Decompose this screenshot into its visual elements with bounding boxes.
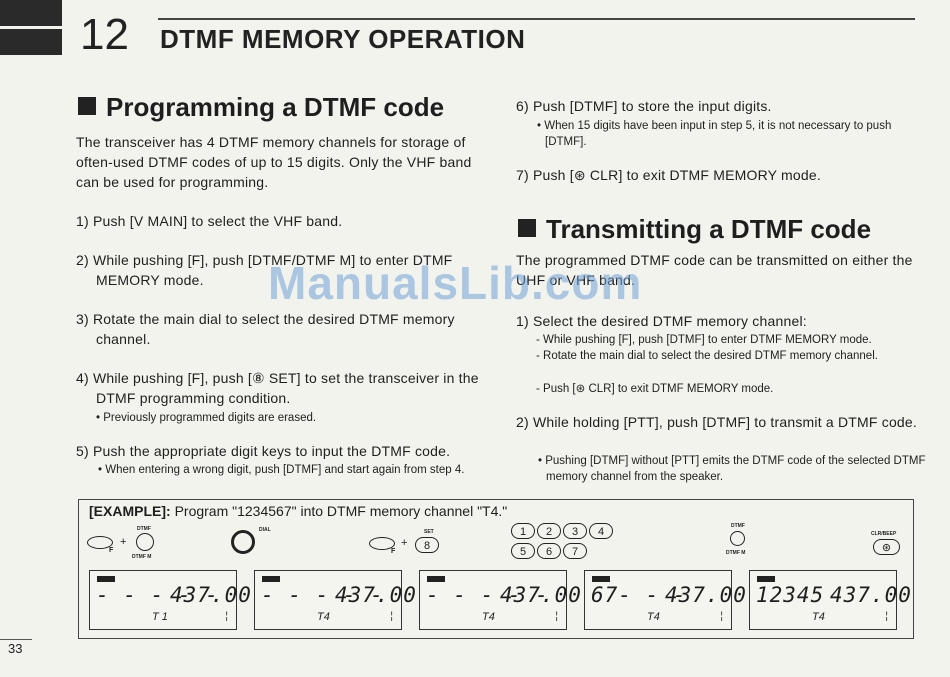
set-label: SET	[424, 529, 434, 535]
chapter-tab	[0, 0, 62, 55]
lcd-frequency: 437.00	[170, 583, 252, 607]
tx-step-1-sub-1: - While pushing [F], push [DTMF] to ente…	[536, 334, 872, 346]
transmitting-heading: Transmitting a DTMF code	[518, 214, 871, 245]
lcd-digits: - - - - -	[261, 583, 384, 607]
lcd-display-4: 67- - - 437.00 T4 ¦	[584, 570, 746, 630]
dtmf-key-icon	[136, 533, 154, 551]
page-number-rule	[0, 639, 32, 640]
lcd-tick: ¦	[885, 611, 888, 622]
lcd-digits: 12345	[756, 583, 825, 607]
prog-step-5: 5) Push the appropriate digit keys to in…	[76, 443, 451, 459]
lcd-digits: 67- - -	[591, 583, 687, 607]
prog-step-5-note: • When entering a wrong digit, push [DTM…	[98, 464, 465, 476]
main-indicator	[427, 576, 445, 582]
transmitting-intro: The programmed DTMF code can be transmit…	[516, 252, 913, 288]
lcd-display-3: - - - - - 437.00 T4 ¦	[419, 570, 581, 630]
lcd-display-1: - - - - - 437.00 T 1 ¦	[89, 570, 251, 630]
dtmf-m-label: DTMF M	[132, 554, 152, 560]
digit-key-2: 2	[537, 523, 561, 539]
heading-square-icon	[518, 219, 536, 237]
example-box: [EXAMPLE]: Program "1234567" into DTMF m…	[78, 499, 914, 639]
dtmf-key-icon	[730, 531, 745, 546]
lcd-tick: ¦	[720, 611, 723, 622]
page-number: 33	[8, 641, 23, 656]
tx-step-1-sub-2: - Rotate the main dial to select the des…	[536, 350, 878, 362]
prog-step-6: 6) Push [DTMF] to store the input digits…	[516, 98, 772, 114]
clr-key: ⊛	[873, 539, 900, 555]
programming-intro: The transceiver has 4 DTMF memory channe…	[76, 134, 472, 190]
prog-step-7: 7) Push [⊛ CLR] to exit DTMF MEMORY mode…	[516, 167, 821, 183]
main-indicator	[592, 576, 610, 582]
chapter-rule	[158, 18, 915, 20]
prog-step-3: 3) Rotate the main dial to select the de…	[76, 311, 455, 347]
dial-icon	[231, 530, 255, 554]
main-indicator	[757, 576, 775, 582]
lcd-digits: - - - - -	[96, 583, 219, 607]
digit-key-3: 3	[563, 523, 587, 539]
plus-sign: +	[401, 537, 408, 549]
watermark: ManualsLib.com	[268, 257, 643, 309]
prog-step-4: 4) While pushing [F], push [⑧ SET] to se…	[76, 370, 479, 406]
plus-sign: +	[120, 536, 127, 548]
digit-key-4: 4	[589, 523, 613, 539]
tx-step-2-note: • Pushing [DTMF] without [PTT] emits the…	[538, 455, 926, 483]
dtmf-label: DTMF	[731, 523, 745, 529]
dtmf-m-label: DTMF M	[726, 550, 746, 556]
tx-step-1-sub-3: - Push [⊛ CLR] to exit DTMF MEMORY mode.	[536, 383, 774, 395]
lcd-channel: T4	[647, 611, 660, 623]
main-indicator	[262, 576, 280, 582]
dial-label: DIAL	[259, 527, 271, 533]
lcd-frequency: 437.00	[830, 583, 912, 607]
programming-heading: Programming a DTMF code	[78, 92, 444, 123]
f-label: F	[109, 547, 114, 554]
lcd-frequency: 437.00	[500, 583, 582, 607]
digit-key-1: 1	[511, 523, 535, 539]
lcd-tick: ¦	[555, 611, 558, 622]
lcd-channel: T4	[482, 611, 495, 623]
prog-step-2: 2) While pushing [F], push [DTMF/DTMF M]…	[76, 252, 453, 288]
lcd-frequency: 437.00	[665, 583, 747, 607]
prog-step-6-note: • When 15 digits have been input in step…	[537, 120, 892, 148]
tx-step-2: 2) While holding [PTT], push [DTMF] to t…	[516, 414, 917, 430]
lcd-display-5: 12345 437.00 T4 ¦	[749, 570, 911, 630]
lcd-tick: ¦	[390, 611, 393, 622]
f-key-icon	[369, 537, 395, 550]
lcd-channel: T4	[317, 611, 330, 623]
example-label: [EXAMPLE]: Program "1234567" into DTMF m…	[89, 503, 508, 519]
tx-step-1: 1) Select the desired DTMF memory channe…	[516, 313, 807, 329]
lcd-tick: ¦	[225, 611, 228, 622]
set-8-key: 8	[415, 537, 439, 553]
lcd-channel: T4	[812, 611, 825, 623]
digit-key-5: 5	[511, 543, 535, 559]
main-indicator	[97, 576, 115, 582]
lcd-channel: T 1	[152, 611, 168, 623]
f-label: F	[391, 548, 396, 555]
chapter-number: 12	[80, 10, 129, 59]
digit-key-6: 6	[537, 543, 561, 559]
lcd-digits: - - - - -	[426, 583, 549, 607]
dtmf-label: DTMF	[137, 526, 151, 532]
heading-square-icon	[78, 97, 96, 115]
prog-step-1: 1) Push [V MAIN] to select the VHF band.	[76, 213, 343, 229]
chapter-title: DTMF MEMORY OPERATION	[160, 24, 526, 54]
f-key-icon	[87, 536, 113, 549]
prog-step-4-note: • Previously programmed digits are erase…	[96, 412, 317, 424]
digit-key-7: 7	[563, 543, 587, 559]
clr-beep-label: CLR/BEEP	[871, 531, 897, 537]
lcd-frequency: 437.00	[335, 583, 417, 607]
lcd-display-2: - - - - - 437.00 T4 ¦	[254, 570, 416, 630]
